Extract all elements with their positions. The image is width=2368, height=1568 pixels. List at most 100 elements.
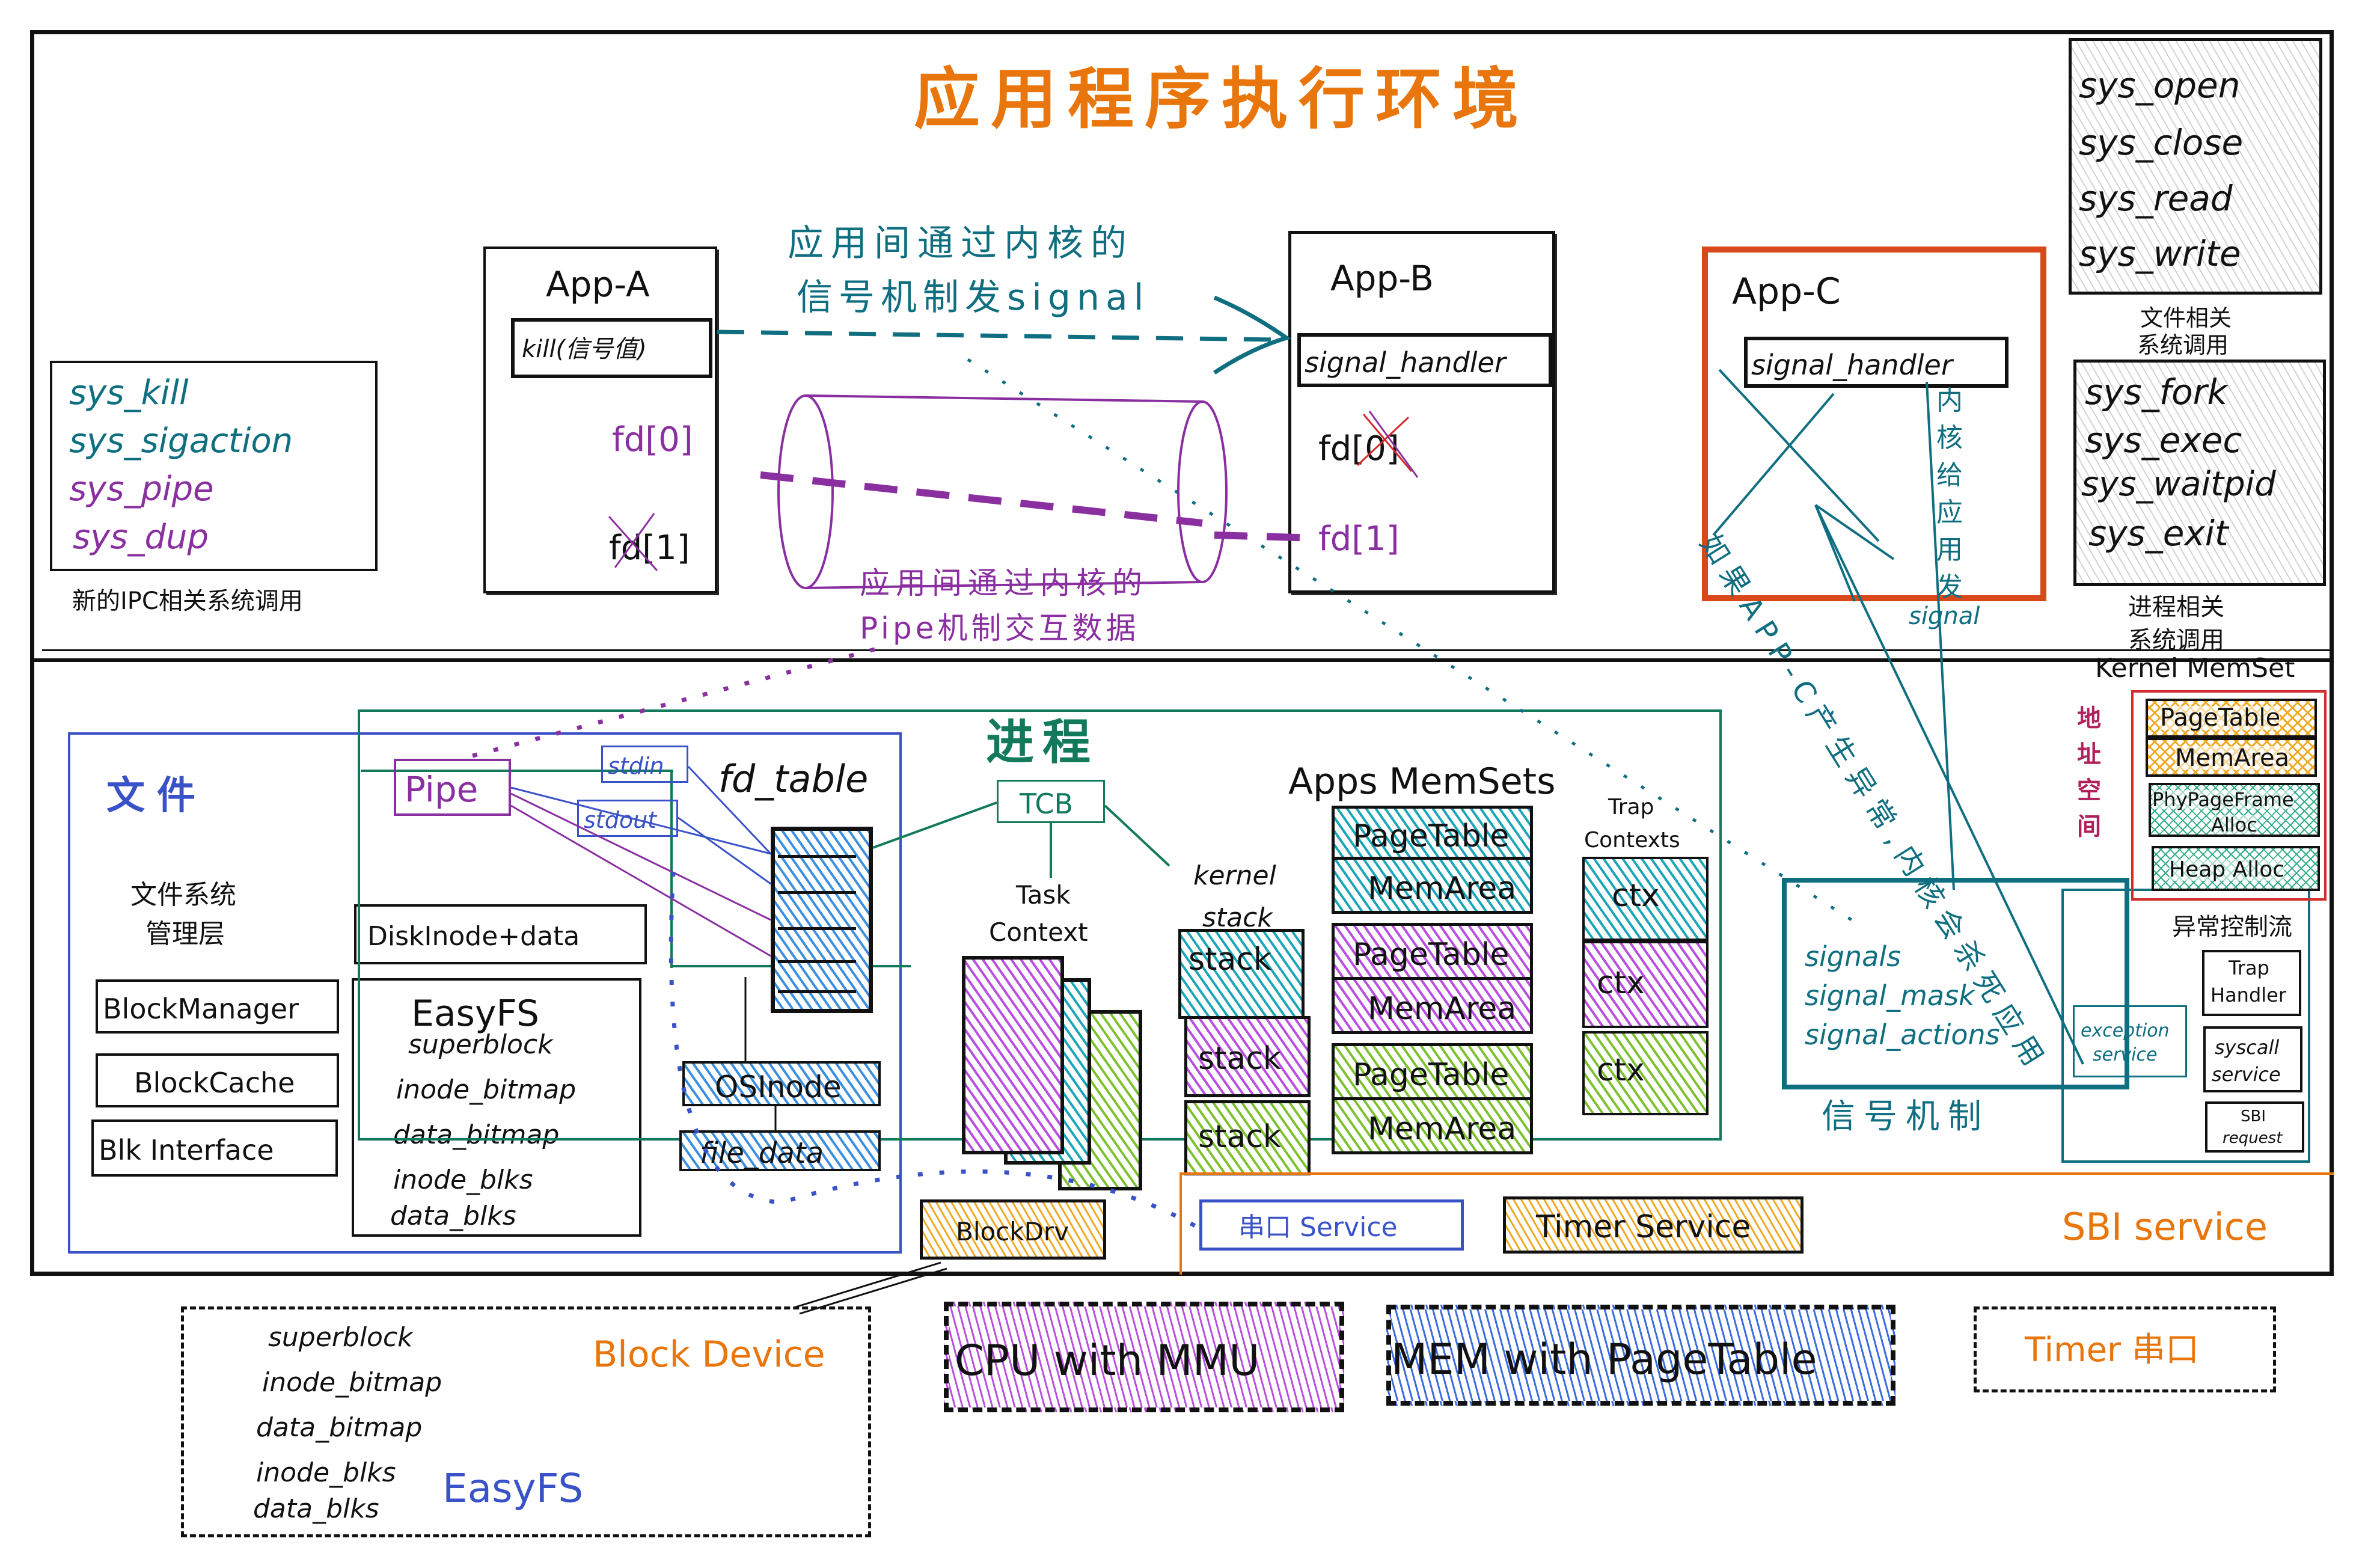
trap-contexts-label-1: Trap (1608, 795, 1654, 819)
task-context-1 (962, 956, 1064, 1154)
proc-syscall-exec: sys_exec (2085, 420, 2242, 461)
file-syscalls-caption-2: 系统调用 (2137, 332, 2229, 358)
osinode-node: OSInode (682, 1061, 881, 1106)
trap-ctx-2: ctx (1582, 941, 1709, 1028)
kernel-stack-label-2: stack (1202, 902, 1273, 933)
signal-caption: 信号机制 (1822, 1097, 1990, 1136)
file-syscalls-box: sys_open sys_close sys_read sys_write (2069, 38, 2322, 295)
app-a-kill-call: kill(信号值) (511, 318, 712, 378)
kernel-stack-2: stack (1184, 1016, 1311, 1097)
app-c-name: App-C (1732, 271, 1841, 313)
memset-1-mem-area: MemArea (1332, 857, 1533, 914)
fd-entry (778, 927, 856, 930)
app-b-signal-handler: signal_handler (1297, 333, 1552, 387)
app-b-fd1: fd[1] (1318, 519, 1400, 559)
trap-ctx-1: ctx (1582, 857, 1709, 941)
pipe-ipc-label-1: 应用间通过内核的 (860, 566, 1148, 601)
mem-with-page-table: MEM with PageTable (1386, 1305, 1895, 1406)
ipc-syscall-sigaction: sys_sigaction (69, 421, 293, 461)
memset-2: PageTable MemArea (1332, 923, 1533, 1034)
sbi-service-label: SBI service (2062, 1205, 2268, 1249)
app-c-box: App-C signal_handler 内 核 给 应 用 发 (1702, 247, 2046, 601)
easyfs-title: EasyFS (411, 993, 539, 1035)
kernel-memset-title: Kernel MemSet (2095, 653, 2295, 684)
kernel-stack-1: stack (1178, 929, 1305, 1019)
signal-ipc-label-2: 信号机制发signal (797, 277, 1150, 319)
app-c-signal-handler: signal_handler (1744, 337, 2009, 388)
block-device-easyfs: EasyFS (442, 1465, 584, 1511)
task-context-label-1: Task (1016, 880, 1071, 910)
tcb-node: TCB (997, 780, 1105, 823)
ipc-syscall-pipe: sys_pipe (69, 470, 214, 509)
app-a-name: App-A (546, 264, 650, 305)
fd-table-label: fd_table (718, 757, 869, 801)
file-syscalls-caption-1: 文件相关 (2140, 305, 2232, 331)
kernel-page-table: PageTable (2146, 699, 2317, 738)
app-kernel-divider (30, 658, 2334, 662)
ipc-syscall-dup: sys_dup (73, 518, 209, 557)
trap-ctx-3: ctx (1582, 1031, 1709, 1115)
proc-syscall-fork: sys_fork (2085, 372, 2228, 412)
apps-memsets-label: Apps MemSets (1288, 761, 1556, 803)
fs-layer-label-1: 文件系统 (130, 880, 236, 910)
block-manager: BlockManager (96, 979, 339, 1034)
app-a-fd1: fd[1] (609, 528, 690, 568)
trap-contexts-label-2: Contexts (1584, 828, 1680, 853)
proc-syscalls-caption-1: 进程相关 (2128, 593, 2224, 621)
exception-service: exception service (2073, 1005, 2187, 1077)
app-a-box: App-A kill(信号值) fd[0] fd[1] (483, 247, 717, 593)
memset-1-page-table: PageTable (1332, 806, 1533, 860)
task-context-label-2: Context (989, 917, 1088, 947)
file-syscall-open: sys_open (2079, 65, 2241, 106)
ipc-syscalls-caption: 新的IPC相关系统调用 (72, 587, 303, 615)
proc-syscalls-caption-2: 系统调用 (2128, 626, 2224, 654)
kernel-send-signal-vertical: 内 核 给 应 用 发 (1936, 385, 1963, 602)
fd-entry (778, 960, 856, 963)
exception-title: 异常控制流 (2172, 913, 2292, 941)
file-syscall-write: sys_write (2079, 233, 2241, 274)
block-cache: BlockCache (96, 1053, 339, 1107)
fd-table (771, 827, 873, 1013)
signal-field-mask: signal_mask (1805, 979, 1975, 1012)
pipe-node: Pipe (394, 759, 511, 816)
memset-3: PageTable MemArea (1332, 1043, 1533, 1154)
fd-entry (778, 891, 856, 894)
proc-syscall-exit: sys_exit (2088, 513, 2229, 554)
timer-uart: Timer 串口 (1974, 1306, 2276, 1392)
file-syscall-read: sys_read (2079, 178, 2233, 219)
process-title: 进程 (986, 714, 1099, 770)
files-title: 文件 (106, 774, 207, 818)
memset-3-mem-area: MemArea (1332, 1097, 1533, 1154)
fd-entry (778, 855, 856, 858)
stdin-node: stdin (601, 746, 688, 783)
syscall-service: syscall service (2203, 1026, 2302, 1092)
easyfs-box: EasyFS superblock inode_bitmap data_bitm… (352, 978, 641, 1237)
cpu-with-mmu: CPU with MMU (944, 1302, 1344, 1412)
ipc-syscall-kill: sys_kill (69, 373, 189, 412)
trap-handler: Trap Handler (2202, 950, 2301, 1016)
timer-service: Timer Service (1503, 1196, 1804, 1254)
pipe-ipc-label-2: Pipe机制交互数据 (860, 611, 1140, 646)
memset-2-page-table: PageTable (1332, 923, 1533, 980)
blk-interface: Blk Interface (91, 1119, 338, 1177)
phy-page-frame-alloc: PhyPageFrame Alloc (2149, 783, 2320, 837)
outer-frame (30, 30, 2334, 1276)
app-b-fd0: fd[0] (1318, 429, 1400, 468)
address-space-label: 地 址 空 间 (2077, 705, 2101, 841)
heap-alloc: Heap Alloc (2152, 846, 2320, 891)
proc-syscalls-box: sys_fork sys_exec sys_waitpid sys_exit (2073, 360, 2326, 586)
app-kernel-divider-2 (42, 649, 2334, 651)
memset-1: PageTable MemArea (1332, 806, 1533, 914)
block-device-label: Block Device (593, 1334, 825, 1376)
memset-2-mem-area: MemArea (1332, 977, 1533, 1034)
files-box: 文件 文件系统 管理层 BlockManager BlockCache Blk … (68, 732, 902, 1254)
kernel-stack-label-1: kernel (1193, 860, 1276, 891)
process-box-inner-left (361, 770, 673, 772)
signal-ipc-label-1: 应用间通过内核的 (788, 222, 1134, 265)
signal-field-actions: signal_actions (1805, 1018, 2000, 1051)
file-syscall-close: sys_close (2079, 122, 2244, 163)
app-b-box: App-B signal_handler fd[0] fd[1] (1288, 231, 1555, 593)
app-a-fd0: fd[0] (612, 420, 693, 459)
kernel-stack-3: stack (1184, 1100, 1311, 1175)
kernel-memset-box: PageTable MemArea PhyPageFrame Alloc Hea… (2131, 690, 2327, 901)
